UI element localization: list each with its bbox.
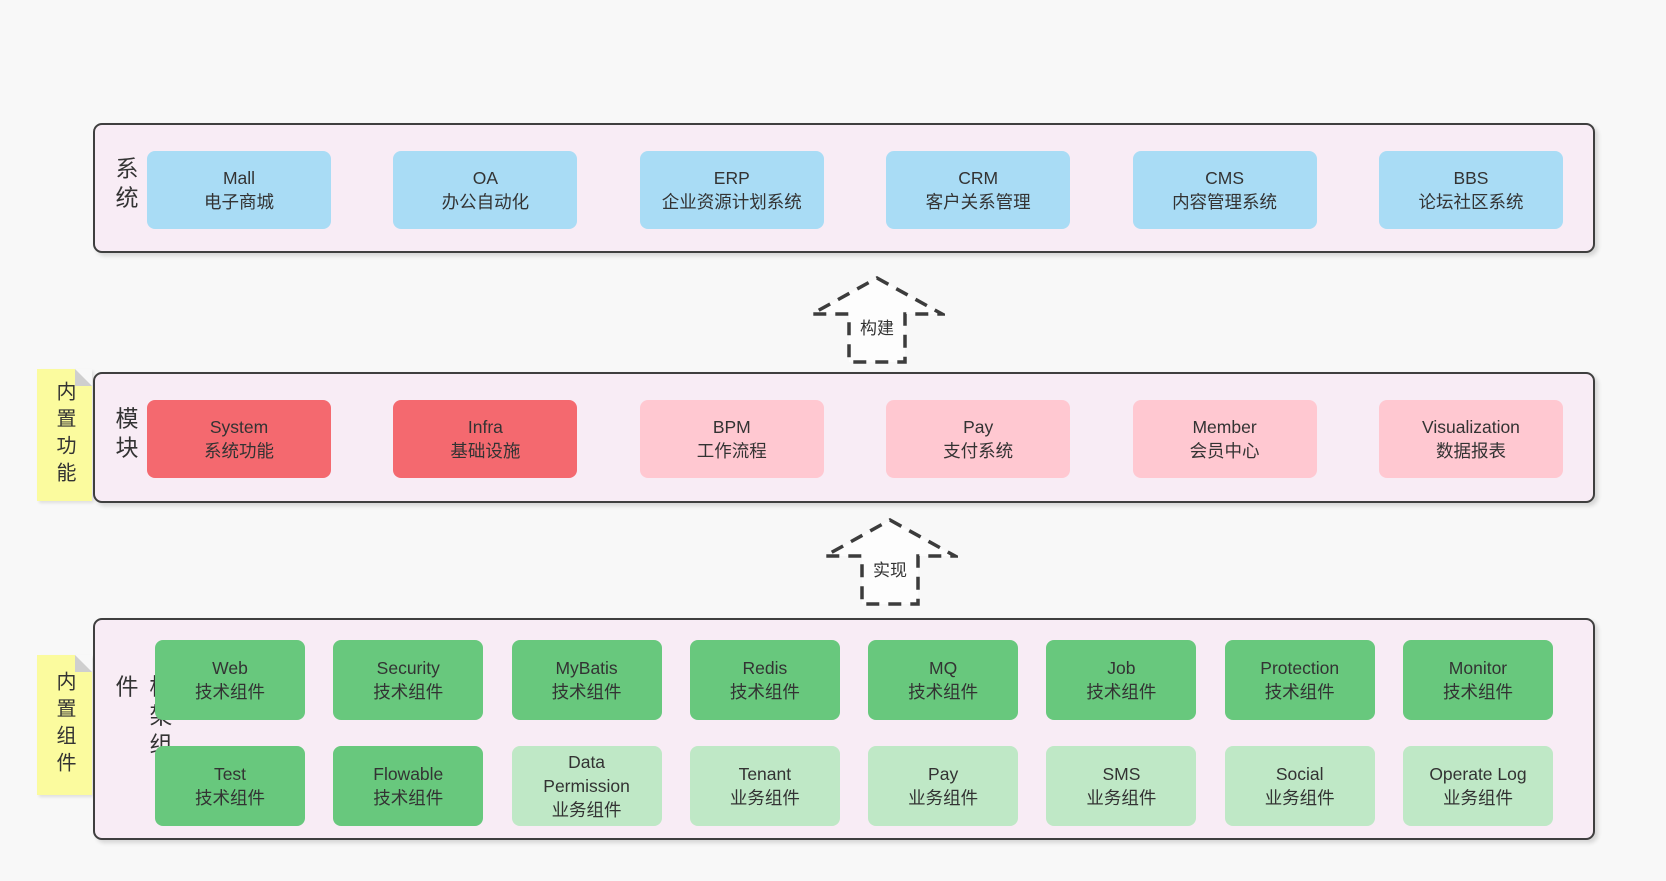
box-member: Member 会员中心 (1132, 400, 1317, 478)
box-web: Web 技术组件 (155, 640, 305, 720)
box-subtitle: 电子商城 (204, 192, 274, 212)
arrow-build: 构建 (805, 274, 949, 366)
box-mybatis: MyBatis 技术组件 (511, 640, 662, 720)
box-oa: OA 办公自动化 (393, 151, 578, 229)
box-subtitle: 技术组件 (551, 682, 622, 702)
box-title: Tenant (738, 764, 792, 784)
box-subtitle: 系统功能 (204, 441, 274, 461)
box-data-permission: Data Permission 业务组件 (511, 746, 662, 826)
box-security: Security 技术组件 (333, 640, 484, 720)
box-infra: Infra 基础设施 (393, 400, 578, 478)
box-subtitle: 技术组件 (195, 682, 265, 702)
box-title: MyBatis (555, 658, 618, 678)
sticky-note-built-in-components: 内置组件 (37, 655, 92, 795)
box-title: Pay (928, 764, 959, 784)
business-box-row: Mall 电子商城 OA 办公自动化 ERP 企业资源计划系统 CRM 客户关系… (147, 151, 1563, 229)
box-subtitle: 业务组件 (1086, 788, 1157, 808)
box-title: System (209, 417, 269, 437)
box-subtitle: 业务组件 (551, 800, 622, 820)
box-subtitle: 业务组件 (908, 788, 979, 808)
box-subtitle: 技术组件 (908, 682, 979, 702)
box-subtitle: 支付系统 (943, 441, 1014, 461)
box-subtitle: 技术组件 (373, 682, 444, 702)
box-title: CMS (1205, 168, 1244, 188)
box-title: Mall (222, 168, 256, 188)
box-subtitle: 技术组件 (195, 788, 265, 808)
components-box-row-2: Test 技术组件 Flowable 技术组件 Data Permission … (155, 746, 1553, 826)
box-title: SMS (1102, 764, 1141, 784)
sticky-label: 内置组件 (53, 671, 75, 779)
box-subtitle: 技术组件 (729, 682, 800, 702)
box-subtitle: 客户关系管理 (925, 192, 1031, 212)
box-subtitle: 办公自动化 (441, 192, 530, 212)
box-subtitle: 工作流程 (696, 441, 767, 461)
box-title: Operate Log (1429, 764, 1527, 784)
box-test: Test 技术组件 (155, 746, 305, 826)
box-title: BBS (1453, 168, 1489, 188)
arrow-implement: 实现 (818, 516, 962, 608)
box-subtitle: 技术组件 (1264, 682, 1335, 702)
box-sms: SMS 业务组件 (1046, 746, 1197, 826)
box-subtitle: 会员中心 (1189, 441, 1260, 461)
box-title: BPM (712, 417, 751, 437)
box-title: Infra (467, 417, 503, 437)
box-mall: Mall 电子商城 (147, 151, 331, 229)
components-box-row-1: Web 技术组件 Security 技术组件 MyBatis 技术组件 Redi… (155, 640, 1553, 720)
box-system: System 系统功能 (147, 400, 331, 478)
box-title: Web (212, 658, 248, 678)
box-subtitle: 业务组件 (1264, 788, 1335, 808)
box-pay-component: Pay 业务组件 (868, 746, 1019, 826)
box-cms: CMS 内容管理系统 (1132, 151, 1317, 229)
modules-box-row: System 系统功能 Infra 基础设施 BPM 工作流程 Pay 支付系统… (147, 400, 1563, 478)
box-title: Test (213, 764, 247, 784)
arrow-build-label: 构建 (856, 314, 898, 339)
box-visualization: Visualization 数据报表 (1378, 400, 1563, 478)
box-title: ERP (713, 168, 750, 188)
box-subtitle: 内容管理系统 (1172, 192, 1278, 212)
box-subtitle: 技术组件 (1086, 682, 1157, 702)
box-subtitle: 业务组件 (1442, 788, 1513, 808)
sticky-note-built-in-features: 内置功能 (37, 369, 92, 501)
box-subtitle: 技术组件 (373, 788, 444, 808)
box-title: Flowable (373, 764, 444, 784)
box-bpm: BPM 工作流程 (639, 400, 824, 478)
box-job: Job 技术组件 (1046, 640, 1197, 720)
box-erp: ERP 企业资源计划系统 (639, 151, 824, 229)
band-common-modules: 通用模块 System 系统功能 Infra 基础设施 BPM 工作流程 Pay… (93, 372, 1595, 503)
box-tenant: Tenant 业务组件 (689, 746, 840, 826)
box-subtitle: 业务组件 (729, 788, 800, 808)
box-subtitle: 企业资源计划系统 (661, 192, 802, 212)
box-monitor: Monitor 技术组件 (1402, 640, 1553, 720)
box-title: MQ (929, 658, 958, 678)
box-redis: Redis 技术组件 (689, 640, 840, 720)
box-crm: CRM 客户关系管理 (886, 151, 1071, 229)
box-social: Social 业务组件 (1224, 746, 1375, 826)
box-title: Visualization (1421, 417, 1520, 437)
box-title: Security (376, 658, 440, 678)
box-mq: MQ 技术组件 (868, 640, 1019, 720)
band-framework-components: 框架组件 Web 技术组件 Security 技术组件 MyBatis 技术组件… (93, 618, 1595, 840)
box-title: Social (1275, 764, 1324, 784)
box-title: Monitor (1448, 658, 1508, 678)
box-title: Data Permission (543, 752, 630, 796)
box-title: Member (1192, 417, 1257, 437)
box-title: Job (1107, 658, 1136, 678)
box-title: Pay (963, 417, 994, 437)
box-title: Protection (1260, 658, 1340, 678)
box-protection: Protection 技术组件 (1224, 640, 1375, 720)
box-subtitle: 论坛社区系统 (1418, 192, 1524, 212)
box-operate-log: Operate Log 业务组件 (1402, 746, 1553, 826)
box-subtitle: 数据报表 (1435, 441, 1506, 461)
box-subtitle: 基础设施 (450, 441, 521, 461)
box-title: Redis (742, 658, 788, 678)
box-flowable: Flowable 技术组件 (333, 746, 484, 826)
box-title: OA (472, 168, 499, 188)
sticky-label: 内置功能 (53, 381, 75, 489)
band-business-systems: 业务系统 Mall 电子商城 OA 办公自动化 ERP 企业资源计划系统 CRM… (93, 123, 1595, 253)
box-bbs: BBS 论坛社区系统 (1378, 151, 1563, 229)
box-pay-module: Pay 支付系统 (886, 400, 1071, 478)
box-title: CRM (958, 168, 999, 188)
box-subtitle: 技术组件 (1442, 682, 1513, 702)
arrow-implement-label: 实现 (869, 556, 911, 581)
